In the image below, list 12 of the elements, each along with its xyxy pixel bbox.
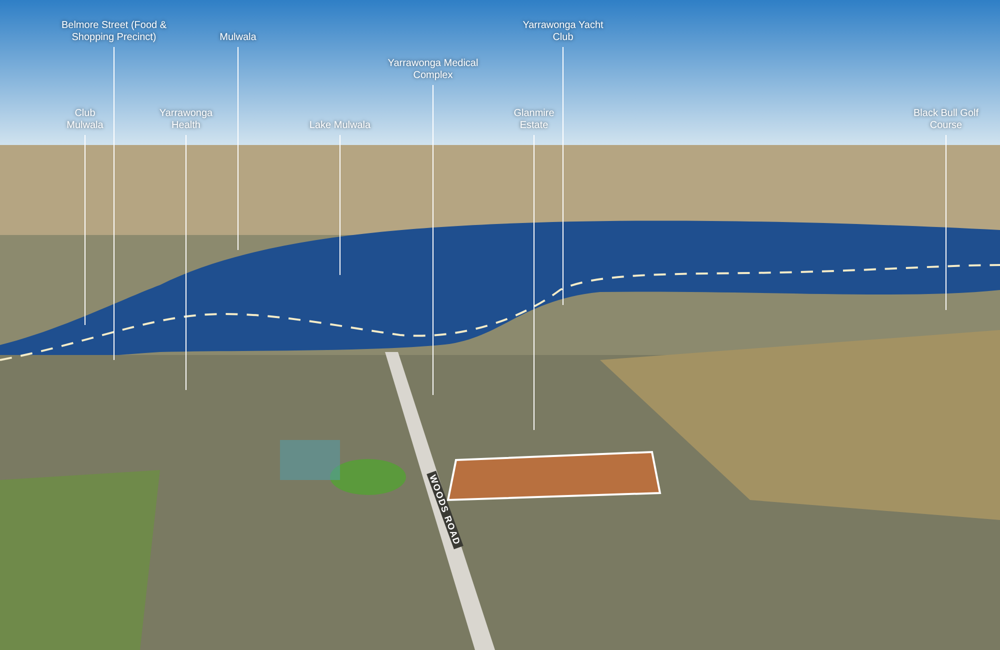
place-label: Yarrawonga Health — [151, 108, 221, 132]
place-label: Glanmire Estate — [509, 108, 559, 132]
place-label: Belmore Street (Food & Shopping Precinct) — [44, 20, 184, 44]
leader-line — [562, 46, 564, 306]
place-label: Black Bull Golf Course — [901, 108, 991, 132]
place-label: Club Mulwala — [60, 108, 110, 132]
place-label: Lake Mulwala — [295, 120, 385, 132]
leader-line — [432, 84, 434, 396]
place-label: Yarrawonga Yacht Club — [518, 20, 608, 44]
place-label: Mulwala — [198, 32, 278, 44]
leader-line — [84, 134, 86, 326]
place-label: Yarrawonga Medical Complex — [383, 58, 483, 82]
